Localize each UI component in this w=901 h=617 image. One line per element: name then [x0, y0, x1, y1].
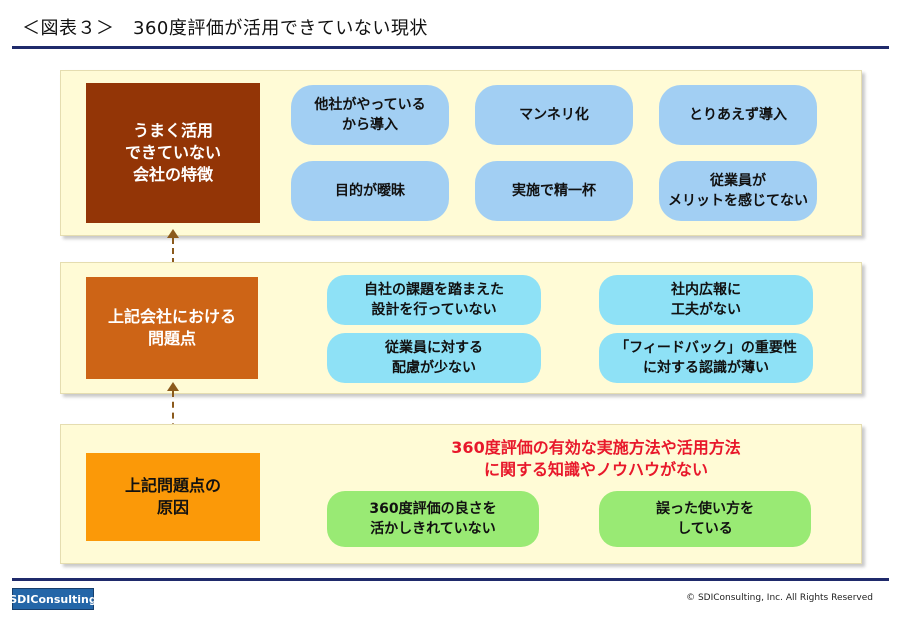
causes-panel: 上記問題点の 原因 360度評価の有効な実施方法や活用方法 に関する知識やノウハ… [60, 424, 862, 564]
arrowhead-up-icon [167, 229, 179, 238]
cause-item: 誤った使い方を している [599, 491, 811, 547]
characteristic-item: 目的が曖昧 [291, 161, 449, 221]
bottom-divider [12, 578, 889, 581]
problem-item: 「フィードバック」の重要性 に対する認識が薄い [599, 333, 813, 383]
connector-line [172, 238, 174, 274]
copyright-text: © SDIConsulting, Inc. All Rights Reserve… [686, 593, 873, 603]
connector-line [172, 391, 174, 451]
cause-headline: 360度評価の有効な実施方法や活用方法 に関する知識やノウハウがない [451, 438, 741, 479]
problem-item: 従業員に対する 配慮が少ない [327, 333, 541, 383]
characteristic-item: マンネリ化 [475, 85, 633, 145]
causes-label: 上記問題点の 原因 [86, 453, 260, 541]
problem-item: 社内広報に 工夫がない [599, 275, 813, 325]
characteristic-item: 実施で精一杯 [475, 161, 633, 221]
top-divider [12, 46, 889, 49]
problem-item: 自社の課題を踏まえた 設計を行っていない [327, 275, 541, 325]
characteristics-label: うまく活用 できていない 会社の特徴 [86, 83, 260, 223]
problems-panel: 上記会社における 問題点 自社の課題を踏まえた 設計を行っていない 社内広報に … [60, 262, 862, 394]
cause-item: 360度評価の良さを 活かしきれていない [327, 491, 539, 547]
characteristics-panel: うまく活用 できていない 会社の特徴 他社がやっている から導入 マンネリ化 と… [60, 70, 862, 236]
problems-label: 上記会社における 問題点 [86, 277, 258, 379]
arrowhead-up-icon [167, 382, 179, 391]
characteristic-item: 従業員が メリットを感じてない [659, 161, 817, 221]
company-logo: SDIConsulting [9, 588, 97, 610]
page-title: ＜図表３＞ 360度評価が活用できていない現状 [22, 18, 428, 39]
characteristic-item: 他社がやっている から導入 [291, 85, 449, 145]
characteristic-item: とりあえず導入 [659, 85, 817, 145]
